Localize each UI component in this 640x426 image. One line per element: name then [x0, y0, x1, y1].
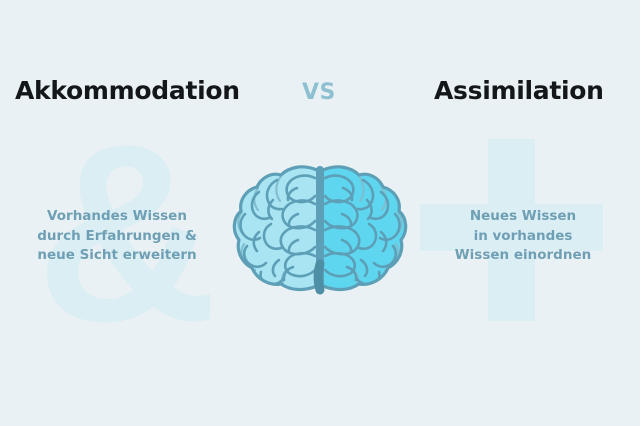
body-copy-accommodation: Vorhandes Wissen durch Erfahrungen & neu…: [37, 208, 197, 263]
body-copy-assimilation: Neues Wissen in vorhandes Wissen einordn…: [454, 208, 592, 263]
plus-watermark-icon-horizontal: [420, 204, 603, 251]
versus-label: VS: [302, 80, 336, 105]
heading-assimilation: Assimilation: [434, 76, 604, 105]
brain-illustration: [231, 164, 409, 296]
heading-accommodation: Akkommodation: [15, 76, 240, 105]
